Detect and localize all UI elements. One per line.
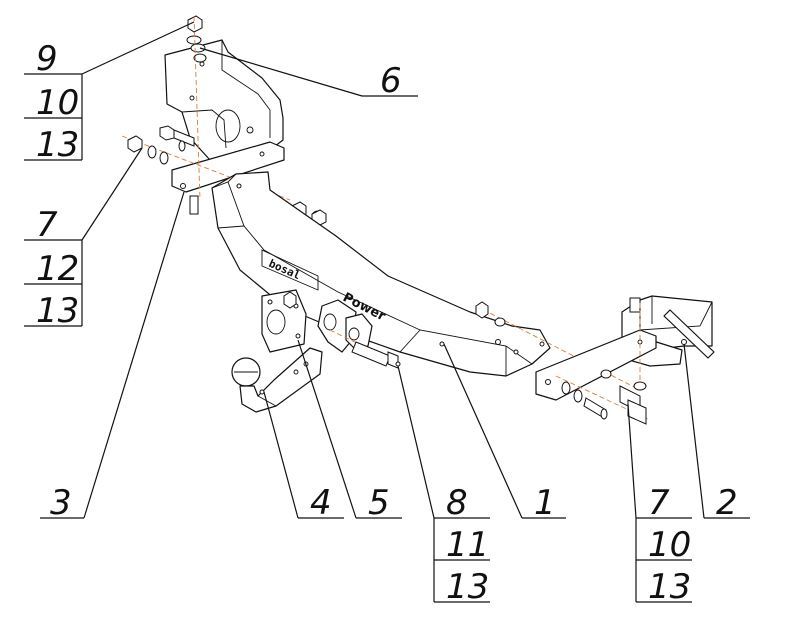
callout-13: 13 — [36, 125, 79, 165]
center-bolt — [329, 329, 401, 369]
left-mounting-plate — [171, 141, 285, 193]
callout-4: 4 — [310, 483, 332, 523]
callout-12: 12 — [36, 249, 79, 289]
socket-plate — [261, 289, 307, 353]
callout-13: 13 — [446, 567, 489, 607]
callout-7: 7 — [648, 483, 670, 523]
leader-lines — [24, 21, 750, 603]
right-beam-nuts — [475, 301, 641, 391]
callout-10: 10 — [36, 83, 79, 123]
callout-9: 9 — [36, 39, 58, 79]
callout-5: 5 — [368, 483, 390, 523]
callout-13: 13 — [648, 567, 691, 607]
callout-13: 13 — [36, 291, 79, 331]
callout-7: 7 — [36, 205, 58, 245]
left-bolt-set — [121, 125, 327, 227]
callout-11: 11 — [446, 525, 489, 565]
callout-1: 1 — [534, 483, 556, 523]
callout-labels: 9 10 13 6 7 12 13 3 4 5 8 11 13 1 7 10 1… — [36, 39, 738, 607]
tow-ball — [231, 347, 323, 413]
callout-8: 8 — [446, 483, 468, 523]
right-bolt-set — [555, 300, 651, 425]
callout-10: 10 — [648, 525, 691, 565]
top-bolt-set — [186, 15, 207, 215]
callout-6: 6 — [380, 61, 402, 101]
callout-3: 3 — [50, 483, 72, 523]
right-side-bracket — [621, 295, 715, 367]
main-crossbeam: bosal Power — [211, 171, 551, 377]
callout-2: 2 — [716, 483, 738, 523]
